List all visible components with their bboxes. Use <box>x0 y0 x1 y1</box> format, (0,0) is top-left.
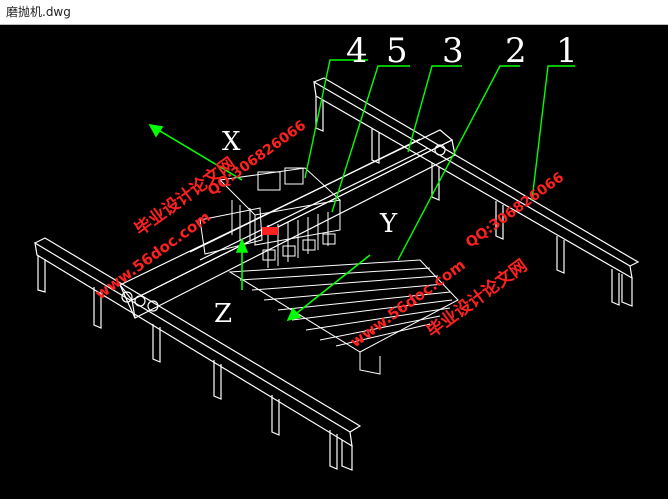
red-component <box>262 227 278 235</box>
axis-label-y: Y <box>379 209 398 239</box>
callout-1: 1 <box>556 31 578 71</box>
document-tab[interactable]: 磨抛机.dwg <box>6 5 71 19</box>
worktable <box>228 259 459 375</box>
callout-5: 5 <box>386 31 408 71</box>
callout-3: 3 <box>442 31 464 71</box>
front-rail <box>34 237 362 471</box>
axis-arrows <box>148 123 371 322</box>
watermark-cn-right: 毕业设计论文网 <box>423 255 532 342</box>
watermark-right: www.56doc.com QQ:306826066 毕业设计论文网 <box>347 169 567 351</box>
callout-2: 2 <box>505 31 527 71</box>
document-tab-bar: 磨抛机.dwg <box>0 0 668 25</box>
gantry-beam <box>119 129 456 319</box>
callout-leaders <box>304 59 575 261</box>
watermark-qq-right: QQ:306826066 <box>463 169 567 251</box>
drawing-canvas[interactable]: 4 5 3 2 1 X Y Z www.56doc.com QQ:3068260… <box>0 25 668 499</box>
axis-label-z: Z <box>214 299 232 329</box>
cad-drawing: 4 5 3 2 1 X Y Z www.56doc.com QQ:3068260… <box>34 31 640 471</box>
polishing-head <box>199 167 342 268</box>
callout-4: 4 <box>346 31 368 71</box>
watermark-left: www.56doc.com QQ:306826066 毕业设计论文网 <box>92 117 309 303</box>
back-rail <box>313 77 640 307</box>
axis-label-x: X <box>222 127 241 157</box>
